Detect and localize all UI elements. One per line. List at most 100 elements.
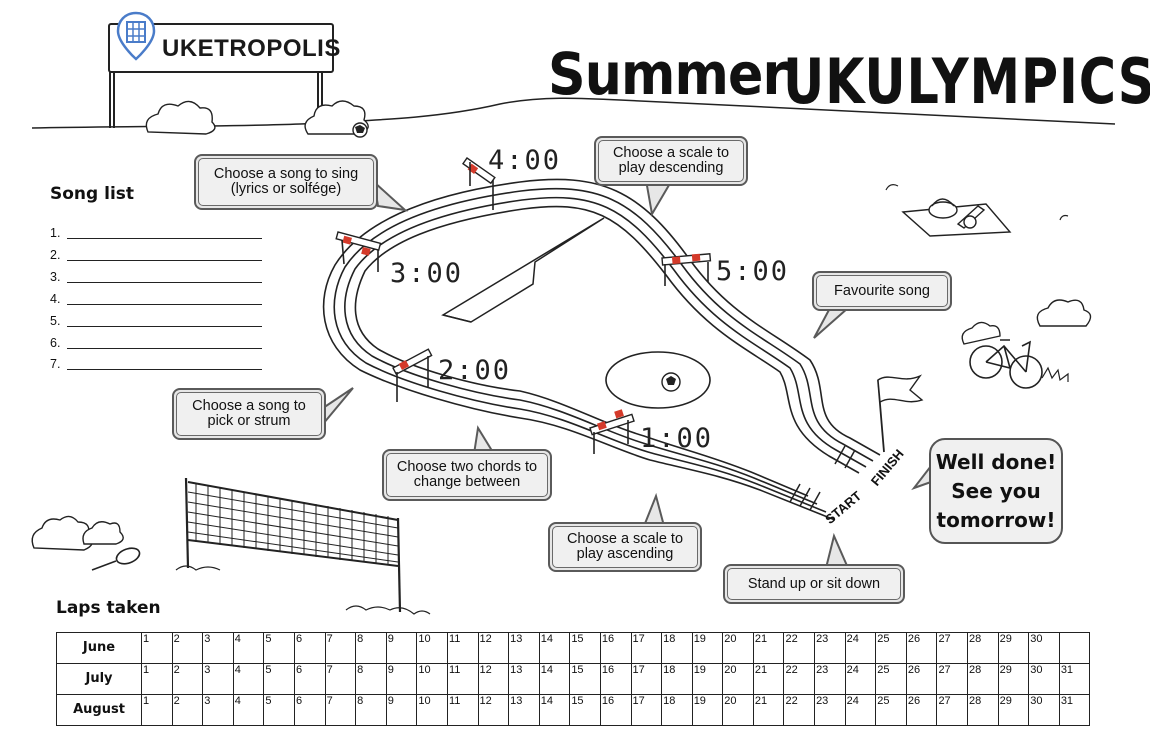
day-cell[interactable]: 12 (477, 632, 510, 664)
day-cell[interactable]: 18 (661, 632, 693, 664)
day-cell[interactable]: 4 (232, 663, 265, 695)
day-cell[interactable]: 27 (936, 694, 969, 726)
day-cell[interactable]: 22 (783, 663, 816, 695)
day-cell[interactable]: 29 (997, 632, 1030, 664)
day-cell[interactable]: 16 (599, 694, 632, 726)
day-cell[interactable]: 9 (385, 632, 418, 664)
day-cell[interactable]: 24 (844, 663, 877, 695)
day-cell[interactable]: 29 (997, 694, 1030, 726)
day-cell[interactable]: 7 (324, 694, 357, 726)
day-cell[interactable]: 20 (722, 663, 754, 695)
day-cell[interactable]: 1 (141, 694, 173, 726)
day-cell[interactable]: 11 (446, 663, 479, 695)
day-cell[interactable]: 15 (569, 694, 601, 726)
day-cell[interactable]: 7 (324, 663, 357, 695)
day-cell[interactable]: 2 (171, 632, 204, 664)
day-cell[interactable]: 30 (1028, 632, 1060, 664)
day-cell[interactable]: 16 (599, 663, 632, 695)
day-cell[interactable]: 3 (202, 632, 234, 664)
day-cell[interactable]: 6 (293, 694, 326, 726)
day-cell[interactable]: 13 (508, 663, 540, 695)
day-cell[interactable]: 3 (202, 694, 234, 726)
day-cell[interactable]: 11 (446, 694, 479, 726)
day-cell[interactable]: 10 (416, 663, 448, 695)
day-cell[interactable]: 21 (752, 663, 785, 695)
day-cell[interactable]: 6 (293, 632, 326, 664)
net-icon (184, 477, 402, 613)
day-cell[interactable]: 12 (477, 663, 510, 695)
day-cell[interactable]: 31 (1058, 663, 1091, 695)
center-oval (605, 351, 711, 409)
day-cell[interactable]: 25 (875, 663, 907, 695)
day-cell[interactable]: 15 (569, 632, 601, 664)
day-cell[interactable]: 13 (508, 632, 540, 664)
day-cell[interactable]: 2 (171, 663, 204, 695)
day-cell[interactable]: 1 (141, 663, 173, 695)
day-cell[interactable]: 1 (141, 632, 173, 664)
day-cell[interactable]: 18 (661, 694, 693, 726)
day-cell[interactable] (1058, 632, 1091, 664)
day-cell[interactable]: 14 (538, 663, 571, 695)
day-cell[interactable]: 14 (538, 632, 571, 664)
day-cell[interactable]: 23 (814, 694, 846, 726)
day-cell[interactable]: 4 (232, 694, 265, 726)
day-cell[interactable]: 23 (814, 632, 846, 664)
day-cell[interactable]: 6 (293, 663, 326, 695)
day-cell[interactable]: 28 (967, 663, 999, 695)
day-cell[interactable]: 5 (263, 632, 295, 664)
day-cell[interactable]: 27 (936, 632, 969, 664)
day-cell[interactable]: 3 (202, 663, 234, 695)
day-cell[interactable]: 29 (997, 663, 1030, 695)
day-number: 31 (1060, 695, 1074, 707)
day-cell[interactable]: 31 (1058, 694, 1091, 726)
day-cell[interactable]: 20 (722, 632, 754, 664)
day-cell[interactable]: 13 (508, 694, 540, 726)
day-number: 15 (571, 633, 584, 645)
day-cell[interactable]: 9 (385, 694, 418, 726)
day-number: 17 (632, 664, 645, 676)
day-cell[interactable]: 10 (416, 632, 448, 664)
day-cell[interactable]: 17 (630, 694, 663, 726)
day-cell[interactable]: 28 (967, 632, 999, 664)
day-cell[interactable]: 7 (324, 632, 357, 664)
day-cell[interactable]: 26 (905, 663, 938, 695)
day-cell[interactable]: 12 (477, 694, 510, 726)
day-cell[interactable]: 8 (355, 632, 387, 664)
day-cell[interactable]: 9 (385, 663, 418, 695)
day-cell[interactable]: 25 (875, 694, 907, 726)
day-cell[interactable]: 19 (691, 632, 724, 664)
bubble-two-chords: Choose two chords to change between (382, 449, 552, 501)
day-cell[interactable]: 27 (936, 663, 969, 695)
day-cell[interactable]: 8 (355, 694, 387, 726)
day-cell[interactable]: 10 (416, 694, 448, 726)
day-cell[interactable]: 30 (1028, 694, 1060, 726)
day-cell[interactable]: 8 (355, 663, 387, 695)
day-cell[interactable]: 5 (263, 663, 295, 695)
day-cell[interactable]: 25 (875, 632, 907, 664)
day-cell[interactable]: 18 (661, 663, 693, 695)
day-cell[interactable]: 28 (967, 694, 999, 726)
song-list-item: 5. (50, 314, 262, 328)
day-cell[interactable]: 21 (752, 632, 785, 664)
day-cell[interactable]: 4 (232, 632, 265, 664)
day-cell[interactable]: 26 (905, 632, 938, 664)
day-cell[interactable]: 16 (599, 632, 632, 664)
day-cell[interactable]: 2 (171, 694, 204, 726)
day-cell[interactable]: 17 (630, 663, 663, 695)
day-cell[interactable]: 22 (783, 632, 816, 664)
day-cell[interactable]: 19 (691, 694, 724, 726)
day-cell[interactable]: 23 (814, 663, 846, 695)
day-cell[interactable]: 21 (752, 694, 785, 726)
day-cell[interactable]: 24 (844, 694, 877, 726)
day-cell[interactable]: 22 (783, 694, 816, 726)
day-cell[interactable]: 15 (569, 663, 601, 695)
day-cell[interactable]: 17 (630, 632, 663, 664)
day-cell[interactable]: 20 (722, 694, 754, 726)
day-cell[interactable]: 26 (905, 694, 938, 726)
day-cell[interactable]: 14 (538, 694, 571, 726)
day-cell[interactable]: 30 (1028, 663, 1060, 695)
day-cell[interactable]: 19 (691, 663, 724, 695)
day-cell[interactable]: 11 (446, 632, 479, 664)
day-cell[interactable]: 24 (844, 632, 877, 664)
day-cell[interactable]: 5 (263, 694, 295, 726)
